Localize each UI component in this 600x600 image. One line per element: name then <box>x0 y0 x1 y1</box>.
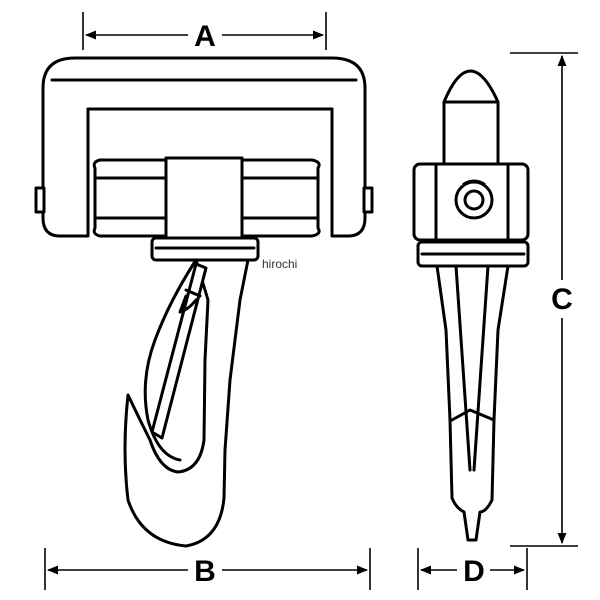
d-ring-pin-right <box>362 186 374 214</box>
dimension-d: D <box>417 548 528 590</box>
side-top-tongue <box>442 69 500 168</box>
dimension-d-label: D <box>463 555 485 588</box>
hook-inner-curve <box>143 258 198 462</box>
gate-tip-line <box>184 288 202 298</box>
dimension-b-label: B <box>194 555 216 588</box>
hook-body <box>123 258 250 548</box>
swivel-collar-left <box>92 158 168 238</box>
spring-gate <box>150 262 208 440</box>
side-hook-inner-right <box>472 264 490 472</box>
side-hook-body <box>435 264 510 542</box>
dimension-c-label: C <box>551 283 573 316</box>
gate-notch <box>178 294 198 314</box>
front-view <box>34 56 374 548</box>
dimension-a: A <box>82 12 327 53</box>
swivel-center-block <box>164 156 244 240</box>
side-gate-line <box>450 408 496 422</box>
side-rivet-highlight <box>462 179 486 186</box>
dimension-c: C <box>510 52 578 547</box>
side-rivet-inner <box>463 189 485 211</box>
dimension-b: B <box>44 548 371 590</box>
watermark-text: hirochi <box>262 257 297 271</box>
d-ring <box>41 56 367 238</box>
side-view <box>412 69 530 542</box>
swivel-collar-right <box>240 158 321 238</box>
d-ring-pin-left <box>34 186 46 214</box>
side-hook-inner-left <box>454 264 472 472</box>
dimension-a-label: A <box>194 20 216 53</box>
